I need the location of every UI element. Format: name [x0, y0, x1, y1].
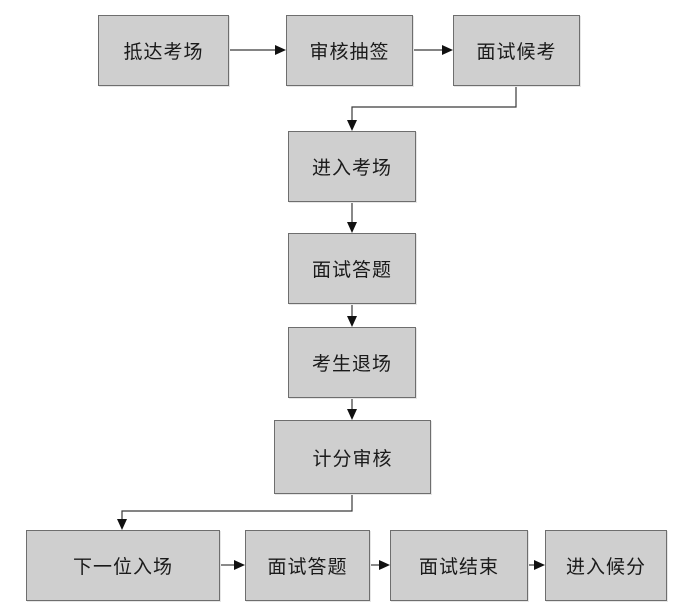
arrow-enter-to-answer: [347, 202, 357, 233]
arrow-enter-to-answer-head: [347, 222, 357, 233]
arrow-arrive-to-review-draw-head: [275, 45, 286, 55]
arrow-answer-to-exit: [347, 304, 357, 327]
arrow-answer-2-to-end-head: [379, 560, 390, 570]
step-end-box: 面试结束: [390, 530, 528, 601]
arrow-answer-2-to-end: [370, 560, 390, 570]
step-wait-label: 面试候考: [476, 41, 557, 63]
arrow-arrive-to-review-draw: [229, 45, 286, 55]
step-enter-wait-score-box: 进入候分: [545, 530, 667, 601]
arrow-score-review-to-next-enter-head: [117, 519, 127, 530]
arrow-exit-to-score-review: [347, 398, 357, 420]
arrow-end-to-enter-wait-score: [528, 560, 545, 570]
step-score-review-label: 计分审核: [312, 447, 393, 470]
step-end-label: 面试结束: [418, 556, 499, 578]
step-score-review-box: 计分审核: [274, 420, 431, 494]
arrow-wait-to-enter-head: [347, 120, 357, 131]
arrow-end-to-enter-wait-score-head: [534, 560, 545, 570]
arrow-review-draw-to-wait: [413, 45, 453, 55]
step-exit-label: 考生退场: [311, 353, 392, 375]
step-exit-box: 考生退场: [288, 327, 416, 398]
step-answer-2-label: 面试答题: [267, 556, 348, 578]
arrow-exit-to-score-review-head: [347, 409, 357, 420]
step-review-draw-label: 审核抽签: [309, 41, 390, 63]
step-answer-box: 面试答题: [288, 233, 416, 304]
step-enter-label: 进入考场: [311, 157, 392, 179]
arrow-score-review-to-next-enter-line: [121, 494, 353, 519]
step-enter-wait-score-label: 进入候分: [565, 556, 646, 578]
arrow-score-review-to-next-enter: [117, 494, 353, 530]
arrow-next-enter-to-answer-2-head: [234, 560, 245, 570]
step-wait-box: 面试候考: [453, 15, 580, 86]
step-next-enter-label: 下一位入场: [72, 556, 173, 578]
step-arrive-box: 抵达考场: [98, 15, 229, 86]
step-enter-box: 进入考场: [288, 131, 416, 202]
arrow-wait-to-enter: [347, 86, 517, 131]
arrow-review-draw-to-wait-head: [442, 45, 453, 55]
step-next-enter-box: 下一位入场: [26, 530, 220, 601]
step-review-draw-box: 审核抽签: [286, 15, 413, 86]
step-answer-label: 面试答题: [311, 259, 392, 281]
arrow-wait-to-enter-line: [351, 86, 517, 120]
step-answer-2-box: 面试答题: [245, 530, 370, 601]
step-arrive-label: 抵达考场: [123, 41, 204, 63]
arrow-answer-to-exit-head: [347, 316, 357, 327]
arrow-next-enter-to-answer-2: [220, 560, 245, 570]
